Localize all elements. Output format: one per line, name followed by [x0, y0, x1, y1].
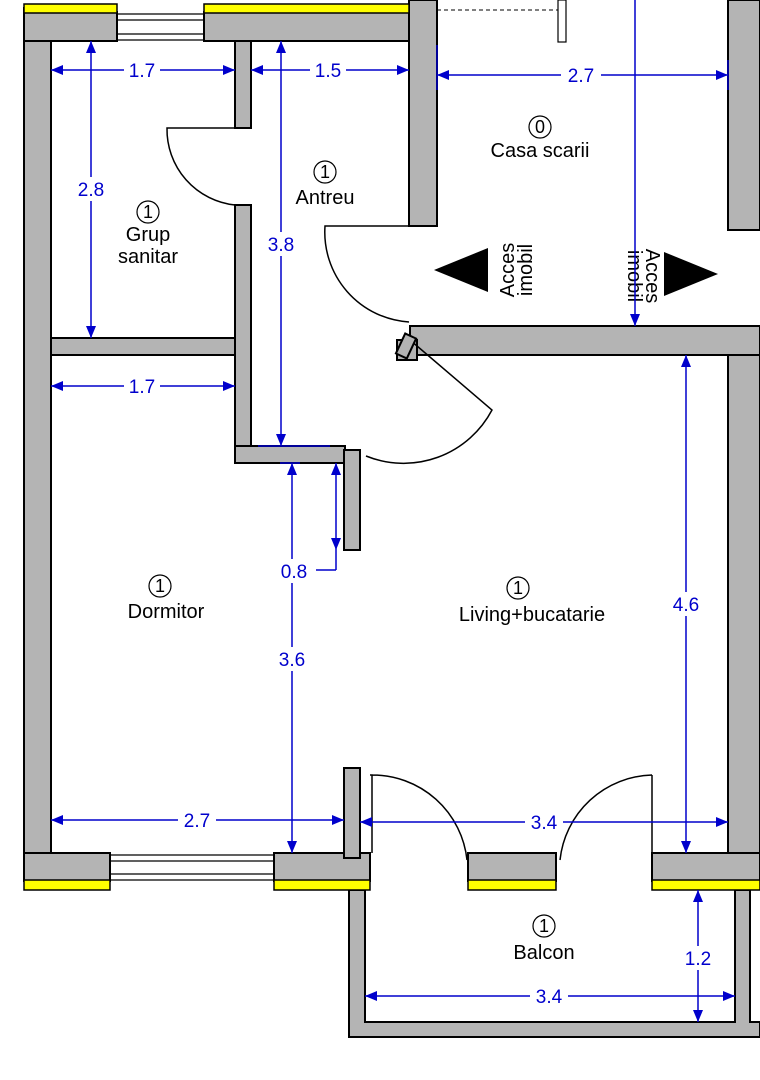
- stair-right-wall: [727, 0, 760, 231]
- bottom-wall-center: [467, 852, 557, 882]
- insulation-bottom-center: [467, 879, 557, 891]
- room-name-grup-line1: Grup: [126, 224, 170, 246]
- room-name-living: Living+bucatarie: [459, 604, 605, 626]
- insulation-top-right: [203, 3, 410, 14]
- dim-stub-length: 0.8: [281, 562, 307, 583]
- dimension-lines: [51, 0, 735, 1022]
- access-label-right-1: Acces: [641, 249, 663, 303]
- dim-dorm-width: 2.7: [184, 811, 210, 832]
- access-arrows: Acces imobil Acces imobil: [434, 243, 718, 303]
- dim-gs-width: 1.7: [129, 61, 155, 82]
- access-label-right-2: imobil: [623, 250, 645, 302]
- insulation-top-left: [23, 3, 118, 14]
- room-number-casa-scarii: 0: [535, 117, 545, 137]
- stair-left-wall: [408, 0, 438, 227]
- top-wall-right: [203, 11, 438, 42]
- insulation-bottom-left: [23, 879, 111, 891]
- dim-balcon-width: 3.4: [536, 987, 563, 1008]
- room-name-antreu: Antreu: [296, 187, 355, 209]
- room-number-dormitor: 1: [155, 576, 165, 596]
- access-arrow-right-icon: [664, 252, 718, 296]
- left-outer-wall: [23, 7, 52, 882]
- room-name-casa-scarii: Casa scarii: [491, 140, 590, 162]
- bathroom-right-wall-lower: [234, 204, 252, 463]
- room-number-antreu: 1: [320, 162, 330, 182]
- windows: [110, 13, 274, 881]
- access-arrow-left-icon: [434, 248, 488, 292]
- living-door-jamb: [394, 332, 418, 360]
- room-name-dormitor: Dormitor: [128, 601, 205, 623]
- entrance-door: [324, 225, 410, 323]
- antreu-stub-wall: [343, 449, 361, 551]
- top-wall-left: [23, 11, 118, 42]
- room-number-balcon: 1: [539, 916, 549, 936]
- bottom-wall-right: [651, 852, 760, 882]
- balcony-door-right: [559, 774, 653, 861]
- bathroom-door: [166, 127, 236, 206]
- dim-living-height: 4.6: [673, 595, 699, 616]
- insulation-bottom-mid: [273, 879, 371, 891]
- room-name-balcon: Balcon: [513, 942, 574, 964]
- right-outer-wall: [727, 354, 760, 881]
- dim-gs-height: 2.8: [78, 180, 104, 201]
- access-label-left-2: imobil: [515, 244, 537, 296]
- room-number-living: 1: [513, 578, 523, 598]
- living-top-wall: [409, 325, 760, 356]
- dim-casa-width: 2.7: [568, 66, 594, 87]
- room-labels: 1 Grup sanitar 1 Antreu 0 Casa scarii 1 …: [118, 115, 605, 964]
- access-label-left-1: Acces: [497, 243, 519, 297]
- room-number-grup-sanitar: 1: [143, 202, 153, 222]
- dim-antreu-width: 1.5: [315, 61, 341, 82]
- stair-detail: [437, 0, 567, 43]
- dim-balcon-depth: 1.2: [685, 949, 711, 970]
- dim-dorm-height: 3.6: [279, 650, 305, 671]
- balcony-door-left: [370, 774, 468, 861]
- dim-living-width: 3.4: [531, 813, 558, 834]
- bottom-wall-left: [23, 852, 111, 882]
- living-door: [365, 339, 493, 465]
- dim-antreu-height: 3.8: [268, 235, 294, 256]
- window-top: [117, 13, 204, 41]
- interior-wall-post: [343, 767, 361, 859]
- bathroom-right-wall: [234, 40, 252, 129]
- room-name-grup-line2: sanitar: [118, 246, 178, 268]
- antreu-bottom-wall: [234, 445, 346, 464]
- dimension-labels: 1.7 1.5 2.7 2.8 3.8 1.7 0.8 3.6 4.6 2.7 …: [73, 58, 716, 1008]
- dim-dorm-top-width: 1.7: [129, 377, 155, 398]
- dimension-arrows: [51, 41, 735, 1022]
- window-bottom: [110, 854, 274, 881]
- walls: [23, 0, 760, 1038]
- insulation-bottom-right: [651, 879, 760, 891]
- bathroom-bottom-wall: [50, 337, 236, 356]
- insulation: [23, 3, 760, 891]
